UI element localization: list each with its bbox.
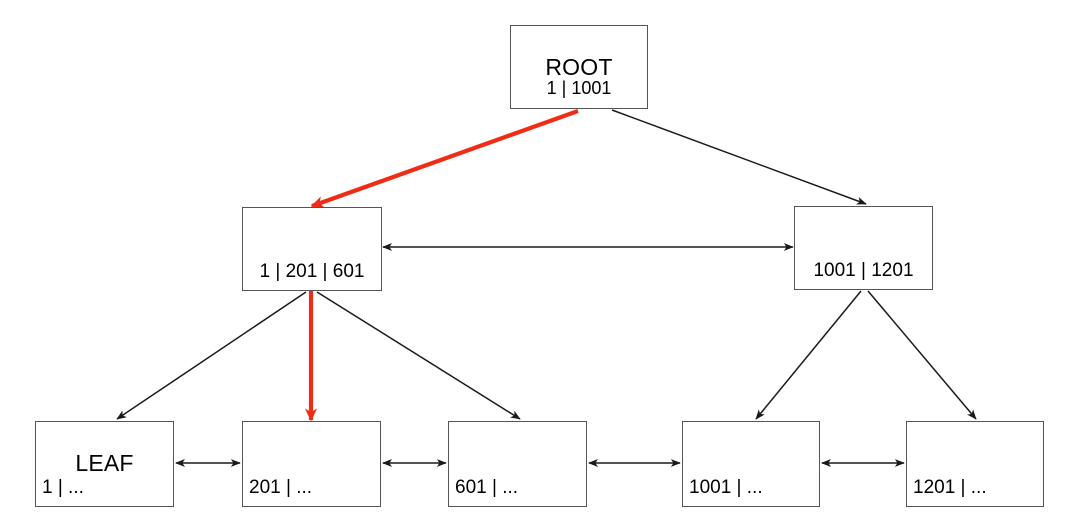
edge-internal-left-to-leaf-1	[116, 291, 307, 420]
node-root[interactable]: ROOT 1 | 1001	[510, 25, 648, 109]
node-leaf-3[interactable]: 601 | ...	[448, 421, 587, 507]
node-leaf-5-keys: 1201 | ...	[913, 477, 987, 499]
node-leaf-1[interactable]: LEAF 1 | ...	[35, 421, 174, 507]
edge-root-to-internal-left-highlight	[310, 109, 579, 208]
edge-internal-left-to-leaf-3	[316, 291, 521, 420]
edge-internal-right-to-leaf-5	[867, 290, 977, 420]
node-leaf-1-keys: 1 | ...	[42, 477, 84, 499]
node-leaf-5[interactable]: 1201 | ...	[906, 421, 1044, 507]
node-leaf-4[interactable]: 1001 | ...	[682, 421, 820, 507]
node-leaf-2[interactable]: 201 | ...	[242, 421, 381, 507]
node-root-label: ROOT	[545, 54, 613, 80]
node-root-keys: 1 | 1001	[546, 78, 612, 99]
node-internal-left-keys: 1 | 201 | 601	[259, 261, 365, 283]
node-internal-right-keys: 1001 | 1201	[813, 260, 914, 282]
edge-root-to-internal-right	[611, 109, 867, 205]
node-internal-right[interactable]: 1001 | 1201	[794, 206, 933, 290]
node-leaf-2-keys: 201 | ...	[249, 477, 313, 499]
node-leaf-4-keys: 1001 | ...	[689, 477, 763, 499]
node-leaf-3-keys: 601 | ...	[455, 477, 519, 499]
edge-internal-right-to-leaf-4	[755, 290, 862, 420]
node-internal-left[interactable]: 1 | 201 | 601	[242, 207, 382, 291]
node-leaf-1-label: LEAF	[75, 450, 134, 476]
